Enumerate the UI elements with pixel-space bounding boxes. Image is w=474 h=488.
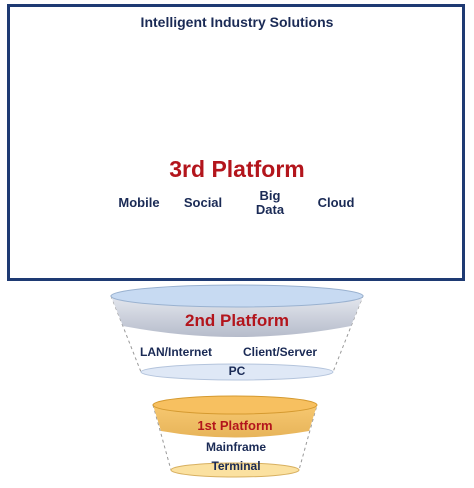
tech-label-cloud: Cloud [317,195,355,210]
third-platform-frame [7,4,465,281]
platform1-item-terminal: Terminal [211,459,261,473]
diagram-title: Intelligent Industry Solutions [140,14,334,30]
platform2-item-pc: PC [228,364,246,378]
platform2-funnel [110,284,364,381]
platform1-label: 1st Platform [197,418,273,433]
platform3-label: 3rd Platform [169,156,305,182]
tech-label-mobile: Mobile [118,195,160,210]
platform1-item-mainframe: Mainframe [205,440,267,454]
tech-label-social: Social [183,195,223,210]
platform1-funnel [152,395,318,478]
platform2-label: 2nd Platform [185,311,289,330]
platform2-item-lan-internet: LAN/Internet [140,345,212,359]
tech-label-big-data: Big Data [255,188,285,217]
platform2-item-client-server: Client/Server [243,345,318,359]
